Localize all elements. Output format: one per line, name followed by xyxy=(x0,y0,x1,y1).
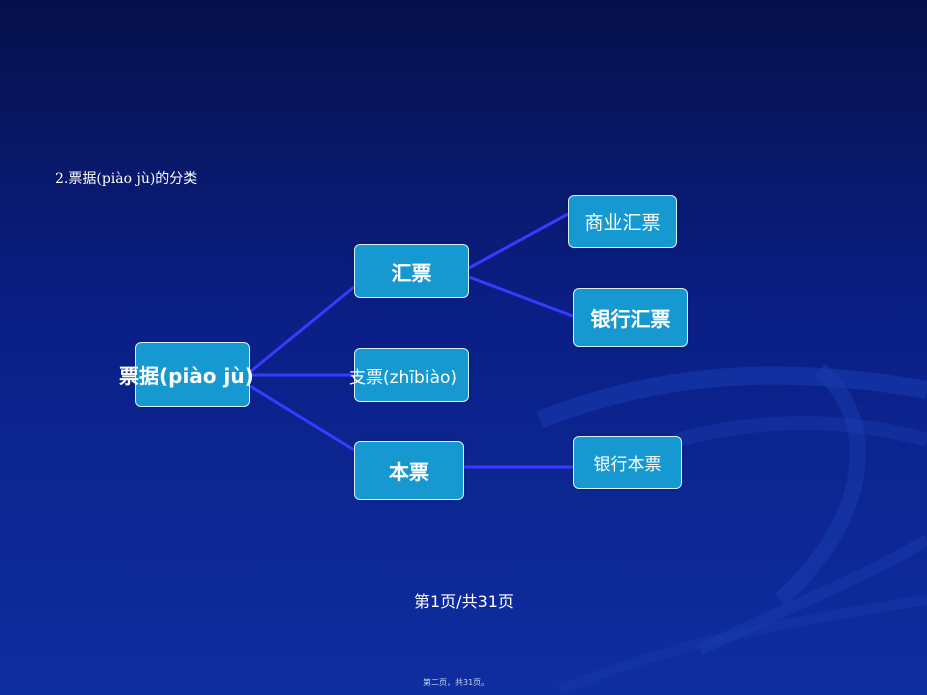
connector-root-huipiao xyxy=(249,285,355,374)
node-yinhang-benpiao: 银行本票 xyxy=(573,436,682,489)
node-benpiao-label: 本票 xyxy=(389,460,429,484)
node-yinhang-huipiao-label: 银行汇票 xyxy=(590,307,671,331)
node-yinhang-huipiao: 银行汇票 xyxy=(573,288,688,347)
node-shangye-huipiao-label: 商业汇票 xyxy=(584,212,661,234)
node-yinhang-benpiao-label: 银行本票 xyxy=(593,455,662,475)
connector-huipiao-yinhang xyxy=(468,275,579,320)
connector-root-benpiao xyxy=(249,384,355,452)
node-zhipiao: 支票(zhībiào) xyxy=(349,348,469,402)
page-number: 第1页/共31页 xyxy=(414,592,514,611)
node-root-label: 票据(piào jù) xyxy=(119,364,254,388)
slide-heading: 2.票据(piào jù)的分类 xyxy=(55,171,198,187)
node-huipiao: 汇票 xyxy=(354,244,469,298)
node-huipiao-label: 汇票 xyxy=(391,260,432,285)
connector-huipiao-shangye xyxy=(468,212,569,270)
node-shangye-huipiao: 商业汇票 xyxy=(568,195,677,248)
footer-note: 第二页，共31页。 xyxy=(423,678,490,687)
node-benpiao: 本票 xyxy=(354,441,464,500)
node-root-piaoju: 票据(piào jù) xyxy=(119,342,254,407)
node-zhipiao-label: 支票(zhībiào) xyxy=(349,367,458,388)
